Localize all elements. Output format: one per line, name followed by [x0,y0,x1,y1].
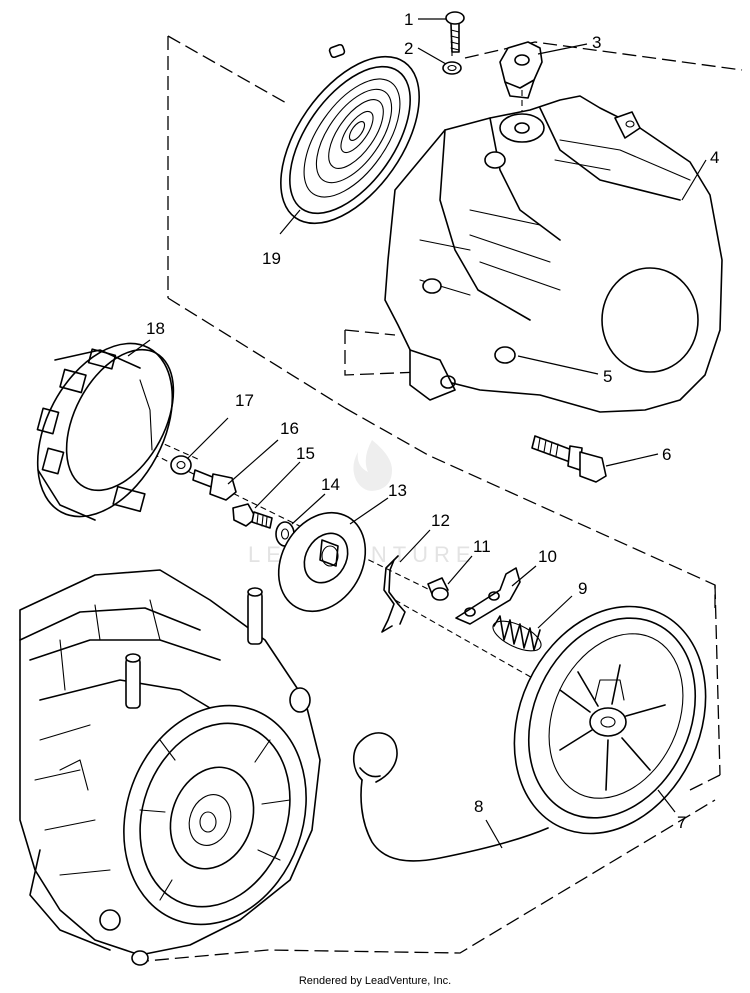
rope-pulley-part-7 [513,605,707,835]
callout-17: 17 [235,391,254,410]
callout-13: 13 [388,481,407,500]
friction-spring-part-12 [381,555,406,633]
callout-14: 14 [321,475,340,494]
leader-lines [127,18,707,849]
callout-4: 4 [710,148,719,167]
callout-3: 3 [592,33,601,52]
recoil-spring-housing-part-19 [280,43,420,225]
screw-part-1 [445,11,465,53]
bolt-part-6 [531,435,607,483]
callout-10: 10 [538,547,557,566]
callout-16: 16 [280,419,299,438]
callout-8: 8 [474,797,483,816]
return-spring-part-9 [492,615,542,652]
callout-12: 12 [431,511,450,530]
callout-11: 11 [473,537,491,556]
washer-part-17 [170,455,192,475]
cam-plate-part-13 [277,511,367,613]
bolt-part-16 [192,469,237,501]
starter-rope-part-8 [352,732,549,862]
callout-19: 19 [262,249,281,268]
callout-5: 5 [603,367,612,386]
callout-7: 7 [677,813,686,832]
footer-credit: Rendered by LeadVenture, Inc. [298,975,452,987]
callout-15: 15 [296,444,315,463]
bracket-part-3 [499,41,543,99]
grommet-part-5 [494,346,516,364]
callout-9: 9 [578,579,587,598]
washer-part-2 [442,61,462,75]
callout-2: 2 [404,39,413,58]
callout-1: 1 [404,10,413,29]
drive-cup-part-18 [36,342,175,521]
ratchet-pawl-part-10 [455,567,521,625]
crankcase [19,569,321,966]
callout-6: 6 [662,445,671,464]
callout-numbers: 1 2 3 4 5 6 7 8 9 10 11 12 13 14 15 16 1… [146,10,719,832]
bolt-part-15 [232,503,273,529]
starter-housing-part-4 [384,95,723,413]
callout-18: 18 [146,319,165,338]
pin-part-11 [427,577,449,601]
